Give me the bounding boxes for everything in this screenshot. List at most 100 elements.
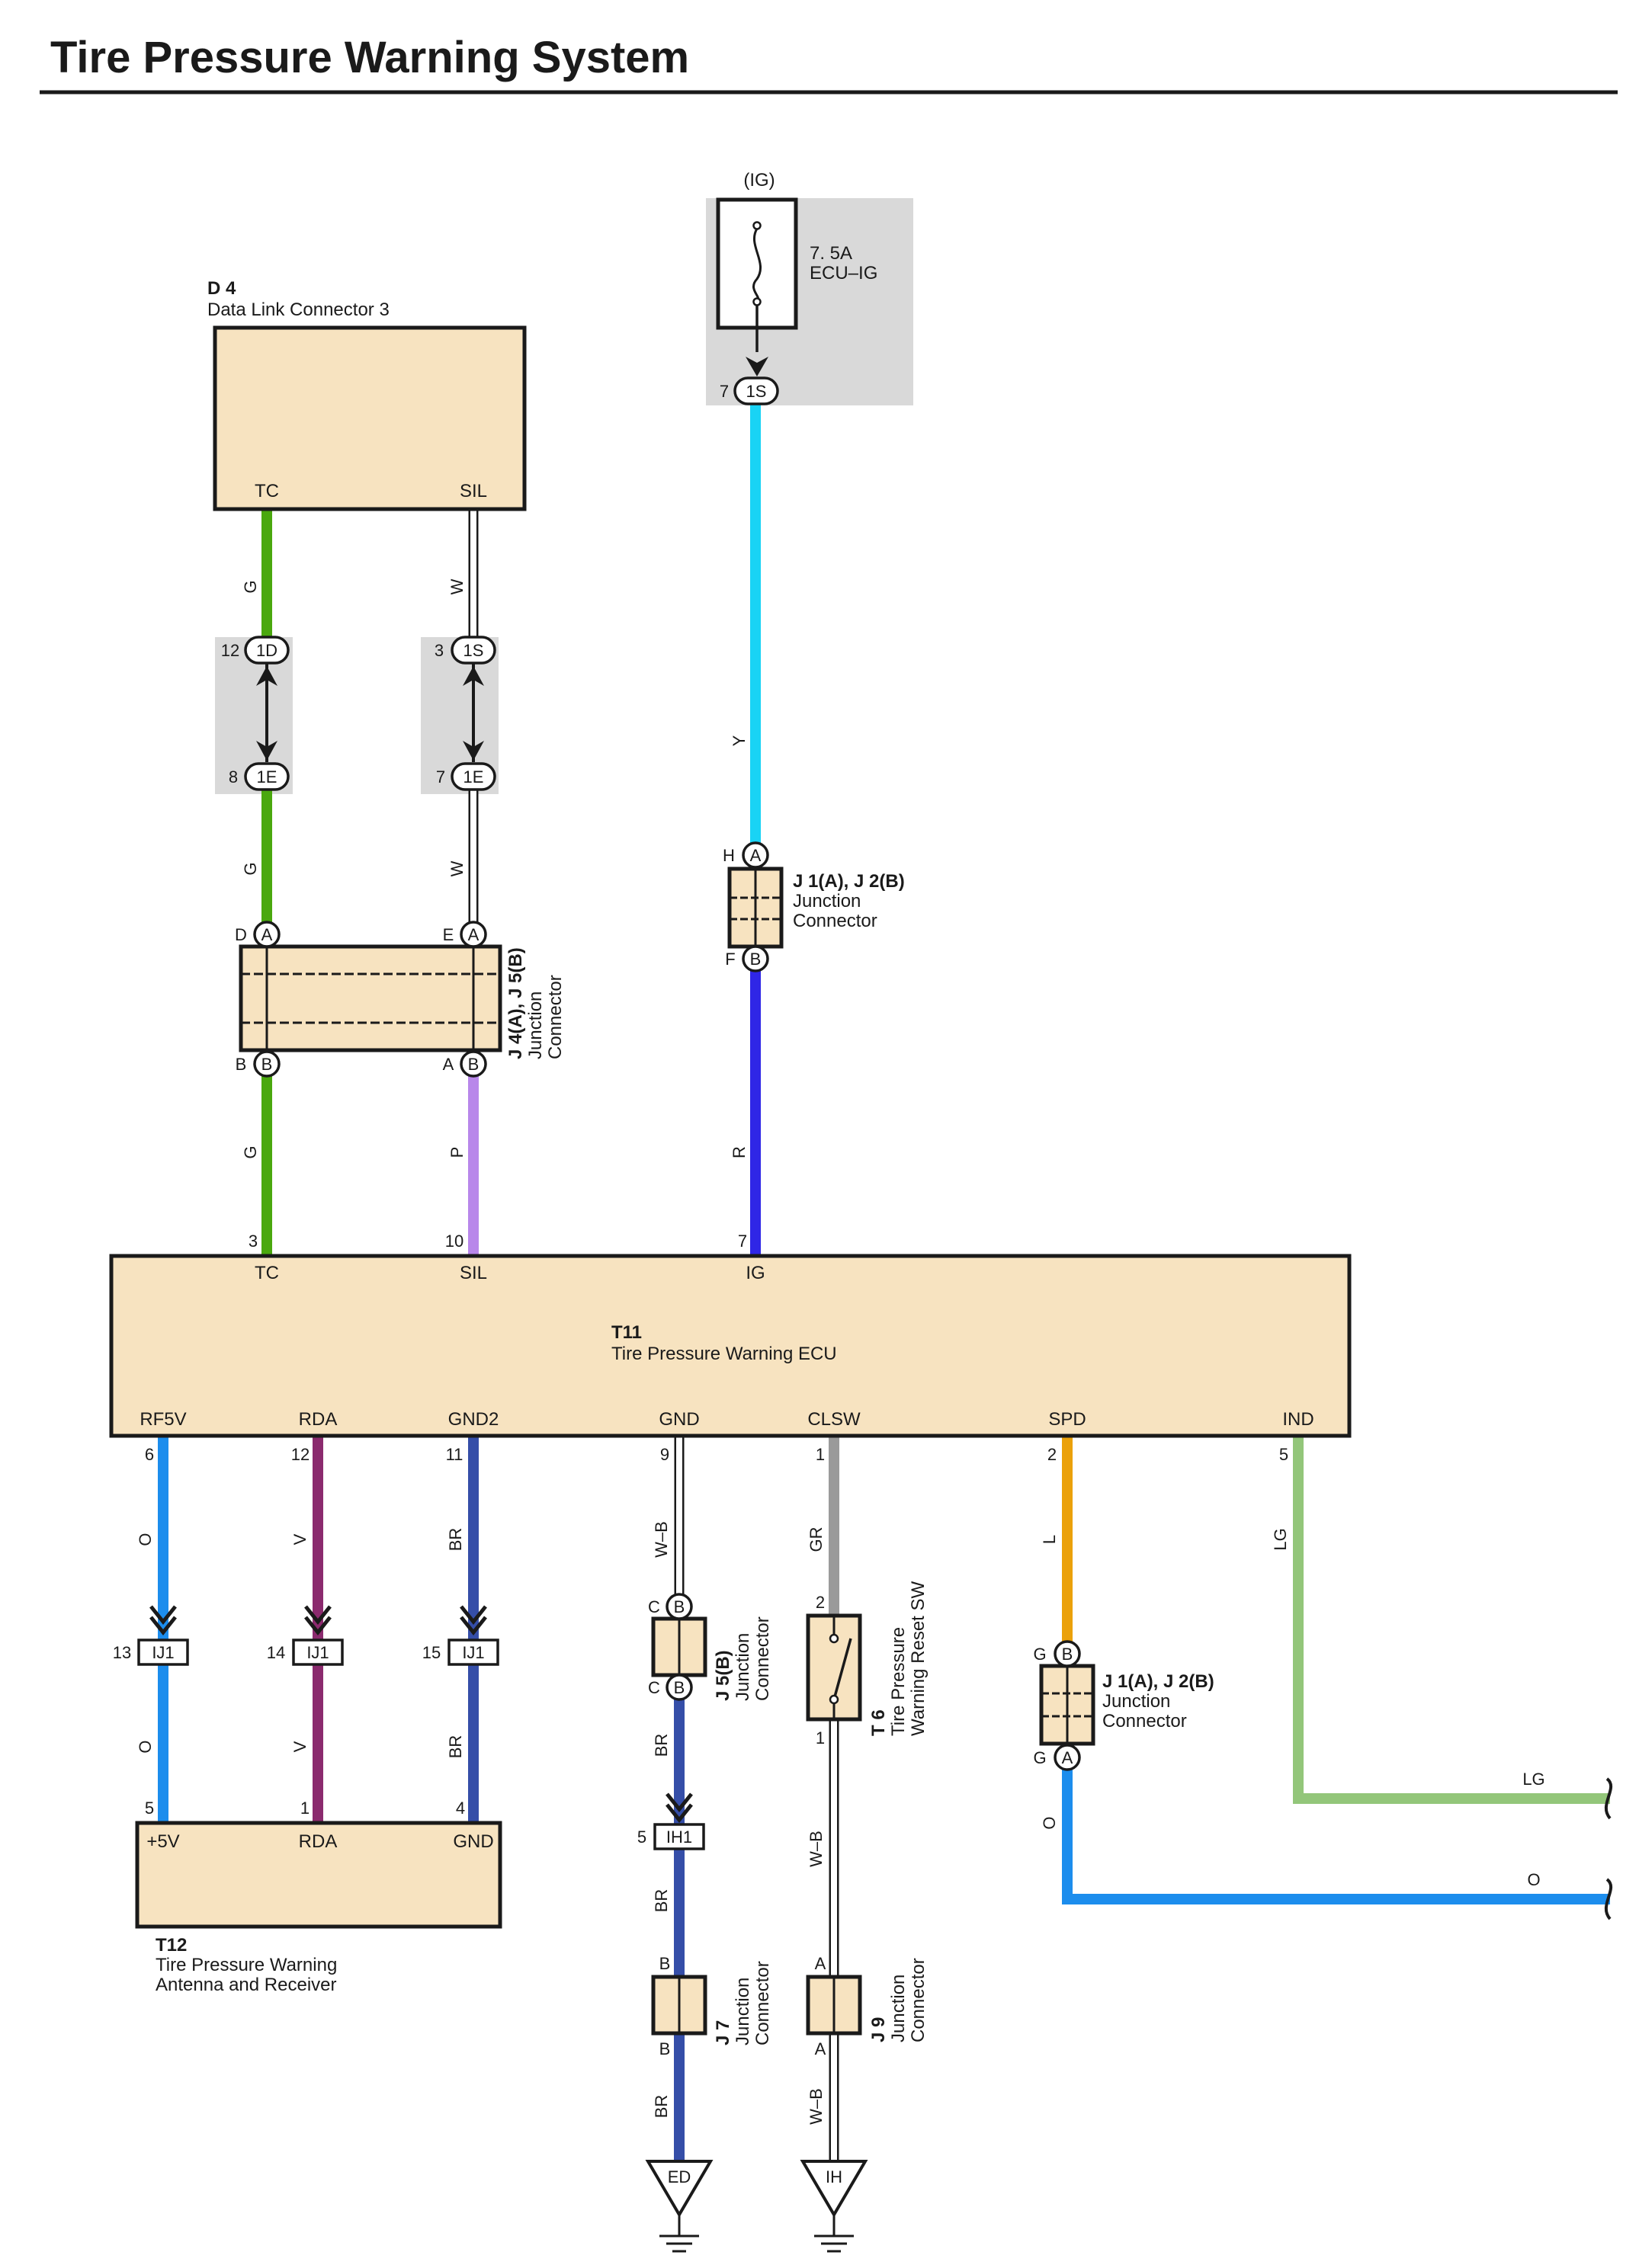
ground-ih: IH xyxy=(800,2160,868,2253)
pin-ring-a xyxy=(742,841,769,869)
t11-tire-pressure-warning-ecu xyxy=(109,1254,1352,1438)
connector-arrow-up-icon xyxy=(256,666,277,686)
svg-text:Junction: Junction xyxy=(733,1978,753,2045)
j9-label: J 9 Junction Connector xyxy=(868,1958,929,2042)
svg-text:B: B xyxy=(750,950,762,969)
fuse-source: (IG) xyxy=(743,170,775,191)
t11-pin-rda: RDA xyxy=(299,1409,338,1430)
svg-text:4: 4 xyxy=(456,1799,465,1818)
svg-text:Connector: Connector xyxy=(752,1961,773,2045)
svg-text:P: P xyxy=(447,1147,467,1158)
wire-labels: G W G W G P Y R O V BR O V BR W–B BR BR … xyxy=(136,578,1545,2124)
pin-ring-a xyxy=(1054,1744,1081,1771)
svg-text:O: O xyxy=(136,1533,155,1546)
svg-text:Antenna and Receiver: Antenna and Receiver xyxy=(156,1975,337,1995)
svg-text:1E: 1E xyxy=(463,767,484,786)
pin-ring-b xyxy=(460,1050,487,1078)
svg-text:W: W xyxy=(447,860,467,876)
svg-text:3: 3 xyxy=(435,641,444,660)
svg-text:12: 12 xyxy=(221,641,239,660)
svg-text:LG: LG xyxy=(1522,1770,1544,1789)
svg-text:15: 15 xyxy=(422,1643,441,1662)
svg-text:13: 13 xyxy=(113,1643,131,1662)
svg-text:V: V xyxy=(290,1741,310,1752)
svg-text:W–B: W–B xyxy=(807,2088,826,2125)
t11-pin-spd: SPD xyxy=(1048,1409,1086,1430)
svg-text:1: 1 xyxy=(816,1445,825,1464)
connector-ij1-c: IJ1 15 xyxy=(422,1605,499,1666)
svg-text:A: A xyxy=(468,925,480,944)
svg-text:3: 3 xyxy=(249,1232,258,1251)
svg-text:12: 12 xyxy=(291,1445,310,1464)
svg-text:1S: 1S xyxy=(746,382,767,401)
svg-text:A: A xyxy=(815,1954,826,1973)
ground-ed: ED xyxy=(645,2160,714,2253)
connector-ih1: IH1 5 xyxy=(637,1792,705,1850)
t12-code: T12 xyxy=(156,1935,187,1956)
svg-text:Connector: Connector xyxy=(752,1616,773,1701)
t11-pin-ind: IND xyxy=(1282,1409,1313,1430)
svg-text:BR: BR xyxy=(446,1735,465,1759)
svg-text:1: 1 xyxy=(300,1799,310,1818)
fuse-rating: 7. 5A xyxy=(810,243,852,264)
svg-text:7: 7 xyxy=(738,1232,747,1251)
svg-text:Junction: Junction xyxy=(888,1975,909,2042)
svg-text:IH1: IH1 xyxy=(666,1828,692,1847)
svg-text:B: B xyxy=(674,1678,685,1697)
t11-pin-clsw: CLSW xyxy=(807,1409,861,1430)
svg-text:BR: BR xyxy=(652,1734,671,1757)
wire-o-spd-out xyxy=(1062,1757,1610,1904)
t6-label: T 6 Tire Pressure Warning Reset SW xyxy=(868,1581,929,1736)
d4-name: Data Link Connector 3 xyxy=(207,300,390,320)
t11-name: Tire Pressure Warning ECU xyxy=(611,1344,837,1364)
svg-text:W: W xyxy=(447,578,467,594)
svg-text:B: B xyxy=(659,1954,671,1973)
connector-ij1-a: IJ1 13 xyxy=(113,1605,189,1666)
svg-text:G: G xyxy=(241,862,260,875)
j7-label: J 7 Junction Connector xyxy=(713,1961,773,2045)
connector-1e-left xyxy=(244,762,290,791)
connector-arrow-down-icon xyxy=(463,741,484,761)
t12-pin-gnd: GND xyxy=(453,1831,493,1852)
pin-ring-b xyxy=(253,1050,281,1078)
svg-text:B: B xyxy=(468,1055,480,1074)
svg-text:L: L xyxy=(1040,1535,1059,1544)
svg-text:A: A xyxy=(1062,1748,1073,1767)
svg-text:J 9: J 9 xyxy=(868,2017,889,2042)
svg-text:7: 7 xyxy=(720,382,729,401)
pin-ring-b xyxy=(666,1593,693,1620)
svg-text:LG: LG xyxy=(1271,1528,1290,1550)
svg-text:G: G xyxy=(1033,1748,1046,1767)
svg-text:C: C xyxy=(648,1597,660,1616)
pin-ring-a xyxy=(253,921,281,948)
svg-text:G: G xyxy=(241,1145,260,1158)
svg-text:E: E xyxy=(443,925,454,944)
svg-text:Junction: Junction xyxy=(793,891,861,911)
j5-label: J 5(B) Junction Connector xyxy=(713,1616,773,1701)
svg-text:1: 1 xyxy=(816,1728,825,1747)
svg-text:B: B xyxy=(236,1055,247,1074)
t12-antenna-and-receiver xyxy=(135,1821,502,1929)
fuse-element-icon xyxy=(752,228,762,302)
t12-pin-5v: +5V xyxy=(146,1831,179,1852)
svg-text:Junction: Junction xyxy=(733,1633,753,1701)
svg-text:A: A xyxy=(261,925,273,944)
pin-ring-b xyxy=(1054,1640,1081,1667)
svg-text:B: B xyxy=(1062,1645,1073,1664)
svg-text:W–B: W–B xyxy=(807,1831,826,1867)
svg-text:8: 8 xyxy=(229,767,238,786)
page-title: Tire Pressure Warning System xyxy=(50,33,689,82)
svg-text:C: C xyxy=(648,1678,660,1697)
svg-text:Tire Pressure Warning: Tire Pressure Warning xyxy=(156,1955,337,1975)
j1-j2-bottom-code: J 1(A), J 2(B) xyxy=(1102,1671,1214,1692)
svg-text:F: F xyxy=(725,950,735,969)
svg-text:Connector: Connector xyxy=(908,1958,929,2042)
pin-ring-a xyxy=(460,921,487,948)
svg-text:B: B xyxy=(659,2039,671,2058)
j4-j5-label: J 4(A), J 5(B) Junction Connector xyxy=(505,947,566,1059)
d4-pin-tc: TC xyxy=(255,481,279,501)
svg-text:D: D xyxy=(235,925,247,944)
t12-pin-rda: RDA xyxy=(299,1831,338,1852)
svg-text:5: 5 xyxy=(145,1799,154,1818)
svg-text:BR: BR xyxy=(446,1528,465,1552)
